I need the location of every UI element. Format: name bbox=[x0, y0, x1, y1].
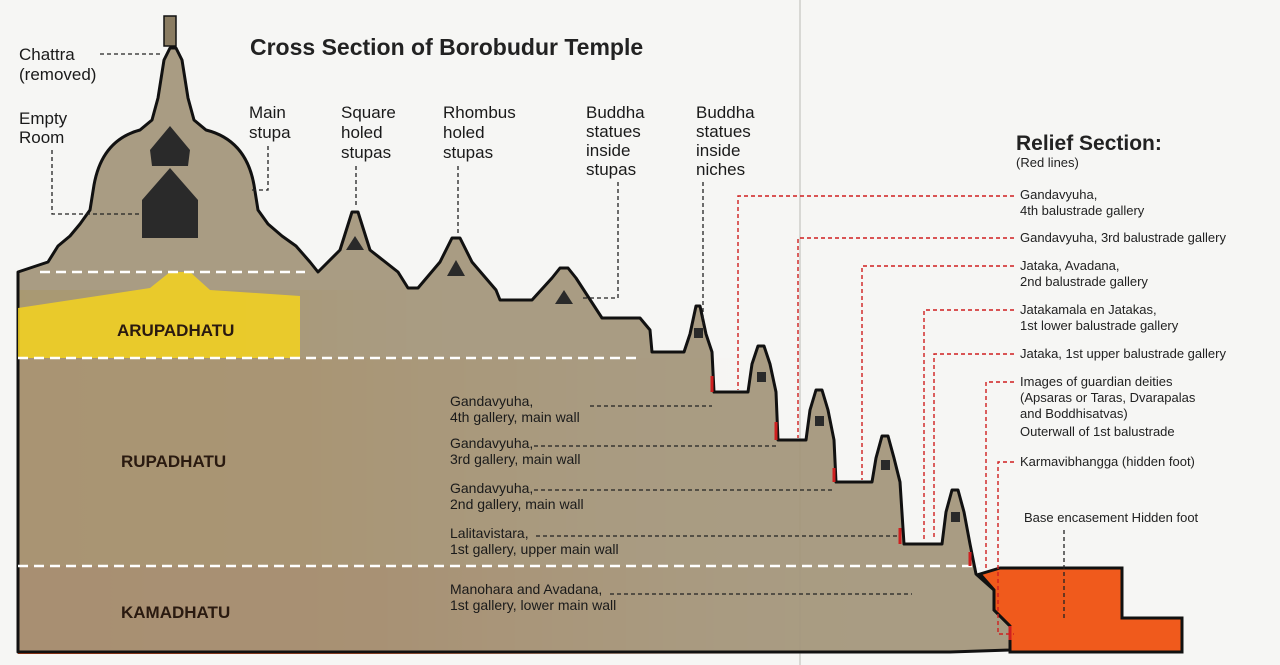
relief-jataka-1st-upper: Jataka, 1st upper balustrade gallery bbox=[1020, 346, 1226, 361]
niche-4 bbox=[881, 460, 890, 470]
upper-empty-room bbox=[150, 126, 190, 166]
relief-guardian-deities: Images of guardian deities (Apsaras or T… bbox=[1020, 374, 1199, 439]
chattra-spire bbox=[163, 15, 177, 47]
label-chattra: Chattra (removed) bbox=[19, 45, 96, 84]
relief-leader-g3 bbox=[797, 237, 1014, 438]
relief-jatakamala: Jatakamala en Jatakas, 1st lower balustr… bbox=[1020, 302, 1179, 333]
relief-leader-jataka2 bbox=[861, 265, 1014, 480]
label-buddha-niches: Buddha statues inside niches bbox=[696, 103, 759, 179]
label-lalitavistara-wall: Lalitavistara, 1st gallery, upper main w… bbox=[450, 525, 619, 557]
lower-empty-room bbox=[142, 168, 198, 238]
relief-section-subheading: (Red lines) bbox=[1016, 155, 1079, 170]
relief-section-heading: Relief Section: bbox=[1016, 132, 1162, 155]
relief-leader-jataka1 bbox=[933, 353, 1014, 540]
leader-empty-room bbox=[51, 150, 140, 215]
niche-1 bbox=[694, 328, 703, 338]
label-gandavyuha-3rd-wall: Gandavyuha, 3rd gallery, main wall bbox=[450, 435, 580, 467]
relief-leader-karma bbox=[997, 461, 1014, 635]
arupadhatu-core bbox=[18, 272, 300, 358]
label-rhombus-stupas: Rhombus holed stupas bbox=[443, 103, 521, 162]
rhombus-stupa-hole bbox=[447, 260, 465, 276]
relief-leader-jatakamala bbox=[923, 309, 1014, 540]
label-square-stupas: Square holed stupas bbox=[341, 103, 401, 162]
relief-g3-balustrade: Gandavyuha, 3rd balustrade gallery bbox=[1020, 230, 1226, 245]
niche-3 bbox=[815, 416, 824, 426]
relief-leader-guardian bbox=[985, 381, 1014, 570]
diagram-title: Cross Section of Borobudur Temple bbox=[250, 34, 643, 60]
square-stupa-hole bbox=[346, 236, 364, 250]
buddha-stupa-hole bbox=[555, 290, 573, 304]
label-empty-room: Empty Room bbox=[19, 109, 72, 147]
relief-red-segments bbox=[710, 376, 1012, 640]
temple-stone-profile bbox=[16, 46, 1012, 654]
relief-jataka-2nd: Jataka, Avadana, 2nd balustrade gallery bbox=[1020, 258, 1148, 289]
leader-buddha-stupas bbox=[580, 182, 619, 299]
zone-label-kamadhatu: KAMADHATU bbox=[121, 603, 230, 622]
label-buddha-stupas: Buddha statues inside stupas bbox=[586, 103, 649, 179]
zone-label-arupadhatu: ARUPADHATU bbox=[117, 321, 234, 340]
label-gandavyuha-2nd-wall: Gandavyuha, 2nd gallery, main wall bbox=[450, 480, 584, 512]
base-encasement-block bbox=[977, 566, 1184, 654]
zone-label-rupadhatu: RUPADHATU bbox=[121, 452, 226, 471]
niche-5 bbox=[951, 512, 960, 522]
label-manohara-wall: Manohara and Avadana, 1st gallery, lower… bbox=[450, 581, 616, 613]
leader-main-stupa bbox=[250, 146, 269, 191]
niche-2 bbox=[757, 372, 766, 382]
relief-g4-balustrade: Gandavyuha, 4th balustrade gallery bbox=[1020, 187, 1145, 218]
label-gandavyuha-4th-wall: Gandavyuha, 4th gallery, main wall bbox=[450, 393, 580, 425]
relief-karmavibhangga: Karmavibhangga (hidden foot) bbox=[1020, 454, 1195, 469]
label-main-stupa: Main stupa bbox=[249, 103, 291, 142]
relief-leader-g4 bbox=[737, 195, 1014, 390]
relief-base-encasement: Base encasement Hidden foot bbox=[1024, 510, 1199, 525]
